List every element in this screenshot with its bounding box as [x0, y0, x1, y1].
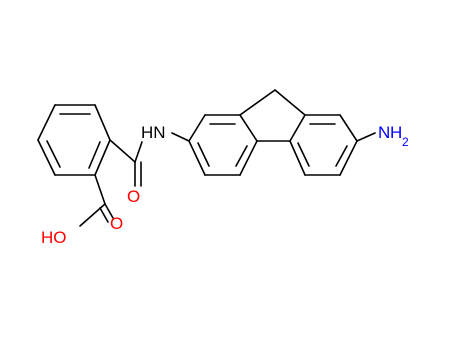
bond — [239, 140, 258, 176]
bond — [339, 114, 358, 142]
amine-bond — [356, 132, 376, 142]
amine-hydrogen-label: H — [390, 123, 402, 142]
double-bond-inner — [197, 142, 210, 167]
bond — [94, 139, 111, 176]
bond — [339, 140, 358, 176]
double-bond-inner — [297, 142, 310, 167]
bond — [94, 174, 106, 205]
fluorene-ring-left — [188, 114, 258, 176]
amine-h-subscript: 2 — [402, 135, 409, 149]
bond — [134, 141, 143, 163]
bond — [79, 203, 106, 227]
bond — [171, 132, 190, 142]
bond — [99, 207, 109, 223]
double-bond-inner — [335, 145, 348, 167]
bond — [109, 139, 136, 163]
bond — [37, 139, 56, 176]
bond — [289, 114, 306, 142]
double-bond-inner — [235, 145, 248, 167]
double-bond-inner — [88, 141, 101, 169]
acid-hydroxyl-label: HO — [41, 228, 67, 247]
benzene-ring-left — [37, 104, 111, 176]
acid-oxygen-label: O — [110, 214, 123, 233]
carbonyl-oxygen-label: O — [127, 187, 140, 206]
bond — [239, 114, 258, 142]
double-bond-inner — [46, 140, 61, 168]
carboxylic-acid-group — [79, 174, 114, 227]
bond — [94, 104, 111, 141]
fluorene-ring-right — [289, 114, 358, 176]
bond — [289, 140, 306, 176]
bond — [239, 89, 276, 116]
bond — [188, 114, 206, 142]
amide-nh-label: HN — [141, 123, 166, 142]
amine-nitrogen-label: N — [378, 123, 390, 142]
fluorene-ring-center — [239, 89, 306, 142]
bond — [188, 140, 206, 176]
bond — [274, 89, 306, 116]
bond — [37, 104, 56, 141]
amide-group — [109, 132, 190, 187]
bond — [104, 203, 114, 219]
